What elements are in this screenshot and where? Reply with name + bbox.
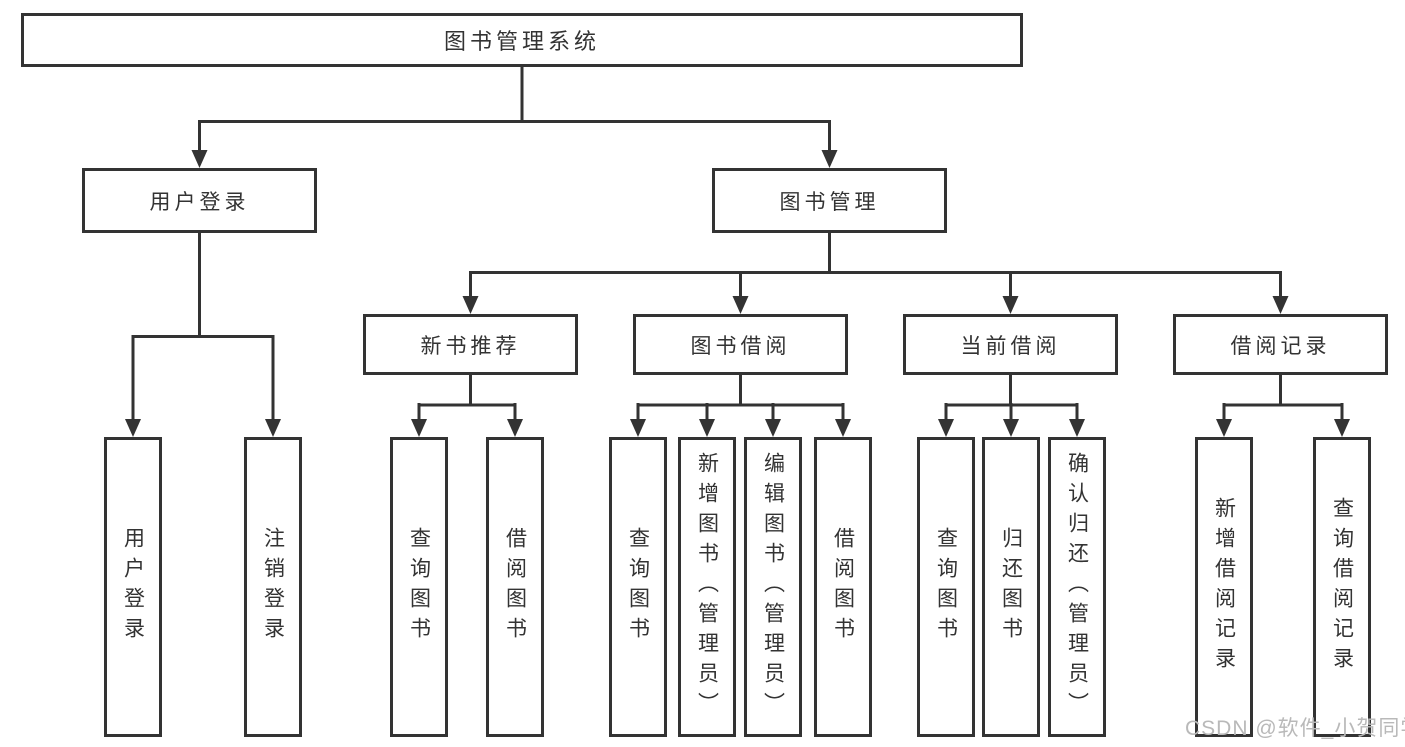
leaf-add-borrow-record: 新增借阅记录 xyxy=(1195,437,1253,737)
node-label: 确认归还（管理员） xyxy=(1065,452,1089,722)
leaf-query-books-current: 查询图书 xyxy=(917,437,975,737)
node-label: 用户登录 xyxy=(121,527,145,647)
leaf-edit-books-admin: 编辑图书（管理员） xyxy=(744,437,802,737)
arrowhead xyxy=(1216,419,1232,437)
leaf-query-books-borrow: 查询图书 xyxy=(609,437,667,737)
arrowhead xyxy=(765,419,781,437)
leaf-confirm-return-admin: 确认归还（管理员） xyxy=(1048,437,1106,737)
arrowhead xyxy=(699,419,715,437)
node-book-borrowing: 图书借阅 xyxy=(633,314,848,375)
leaf-return-books: 归还图书 xyxy=(982,437,1040,737)
node-current-borrowing: 当前借阅 xyxy=(903,314,1118,375)
leaf-add-books-admin: 新增图书（管理员） xyxy=(678,437,736,737)
arrowhead xyxy=(1272,296,1289,314)
node-book-management: 图书管理 xyxy=(712,168,947,233)
node-label: 查询图书 xyxy=(934,527,958,647)
node-label: 归还图书 xyxy=(999,527,1023,647)
leaf-borrow-books-recommend: 借阅图书 xyxy=(486,437,544,737)
node-label: 新书推荐 xyxy=(420,334,521,358)
leaf-user-login: 用户登录 xyxy=(104,437,162,737)
node-library-management-system: 图书管理系统 xyxy=(21,13,1023,67)
arrowhead xyxy=(732,296,749,314)
node-label: 编辑图书（管理员） xyxy=(761,452,785,722)
node-label: 借阅图书 xyxy=(503,527,527,647)
arrowhead xyxy=(462,296,479,314)
arrowhead xyxy=(630,419,646,437)
arrowhead xyxy=(265,419,281,437)
node-user-login: 用户登录 xyxy=(82,168,317,233)
node-new-book-recommendation: 新书推荐 xyxy=(363,314,578,375)
arrowhead xyxy=(835,419,851,437)
csdn-watermark: CSDN @软件_小贺同学 xyxy=(1185,717,1405,740)
node-label: 图书管理系统 xyxy=(443,29,600,54)
arrowhead xyxy=(507,419,523,437)
node-label: 查询图书 xyxy=(407,527,431,647)
node-label: 图书借阅 xyxy=(690,334,791,358)
node-label: 查询图书 xyxy=(626,527,650,647)
arrowhead xyxy=(191,150,208,168)
leaf-borrow-books: 借阅图书 xyxy=(814,437,872,737)
node-label: 当前借阅 xyxy=(960,334,1061,358)
node-label: 借阅记录 xyxy=(1230,334,1331,358)
node-label: 新增借阅记录 xyxy=(1212,497,1236,677)
node-label: 图书管理 xyxy=(779,190,880,214)
node-label: 注销登录 xyxy=(261,527,285,647)
node-label: 新增图书（管理员） xyxy=(695,452,719,722)
node-label: 借阅图书 xyxy=(831,527,855,647)
arrowhead xyxy=(1334,419,1350,437)
arrowhead xyxy=(125,419,141,437)
leaf-query-borrow-record: 查询借阅记录 xyxy=(1313,437,1371,737)
arrowhead xyxy=(1003,419,1019,437)
arrowhead xyxy=(411,419,427,437)
arrowhead xyxy=(1069,419,1085,437)
arrowhead xyxy=(938,419,954,437)
leaf-query-books-recommend: 查询图书 xyxy=(390,437,448,737)
leaf-logout: 注销登录 xyxy=(244,437,302,737)
node-borrowing-records: 借阅记录 xyxy=(1173,314,1388,375)
node-label: 用户登录 xyxy=(149,190,250,214)
arrowhead xyxy=(1002,296,1019,314)
arrowhead xyxy=(821,150,838,168)
node-label: 查询借阅记录 xyxy=(1330,497,1354,677)
